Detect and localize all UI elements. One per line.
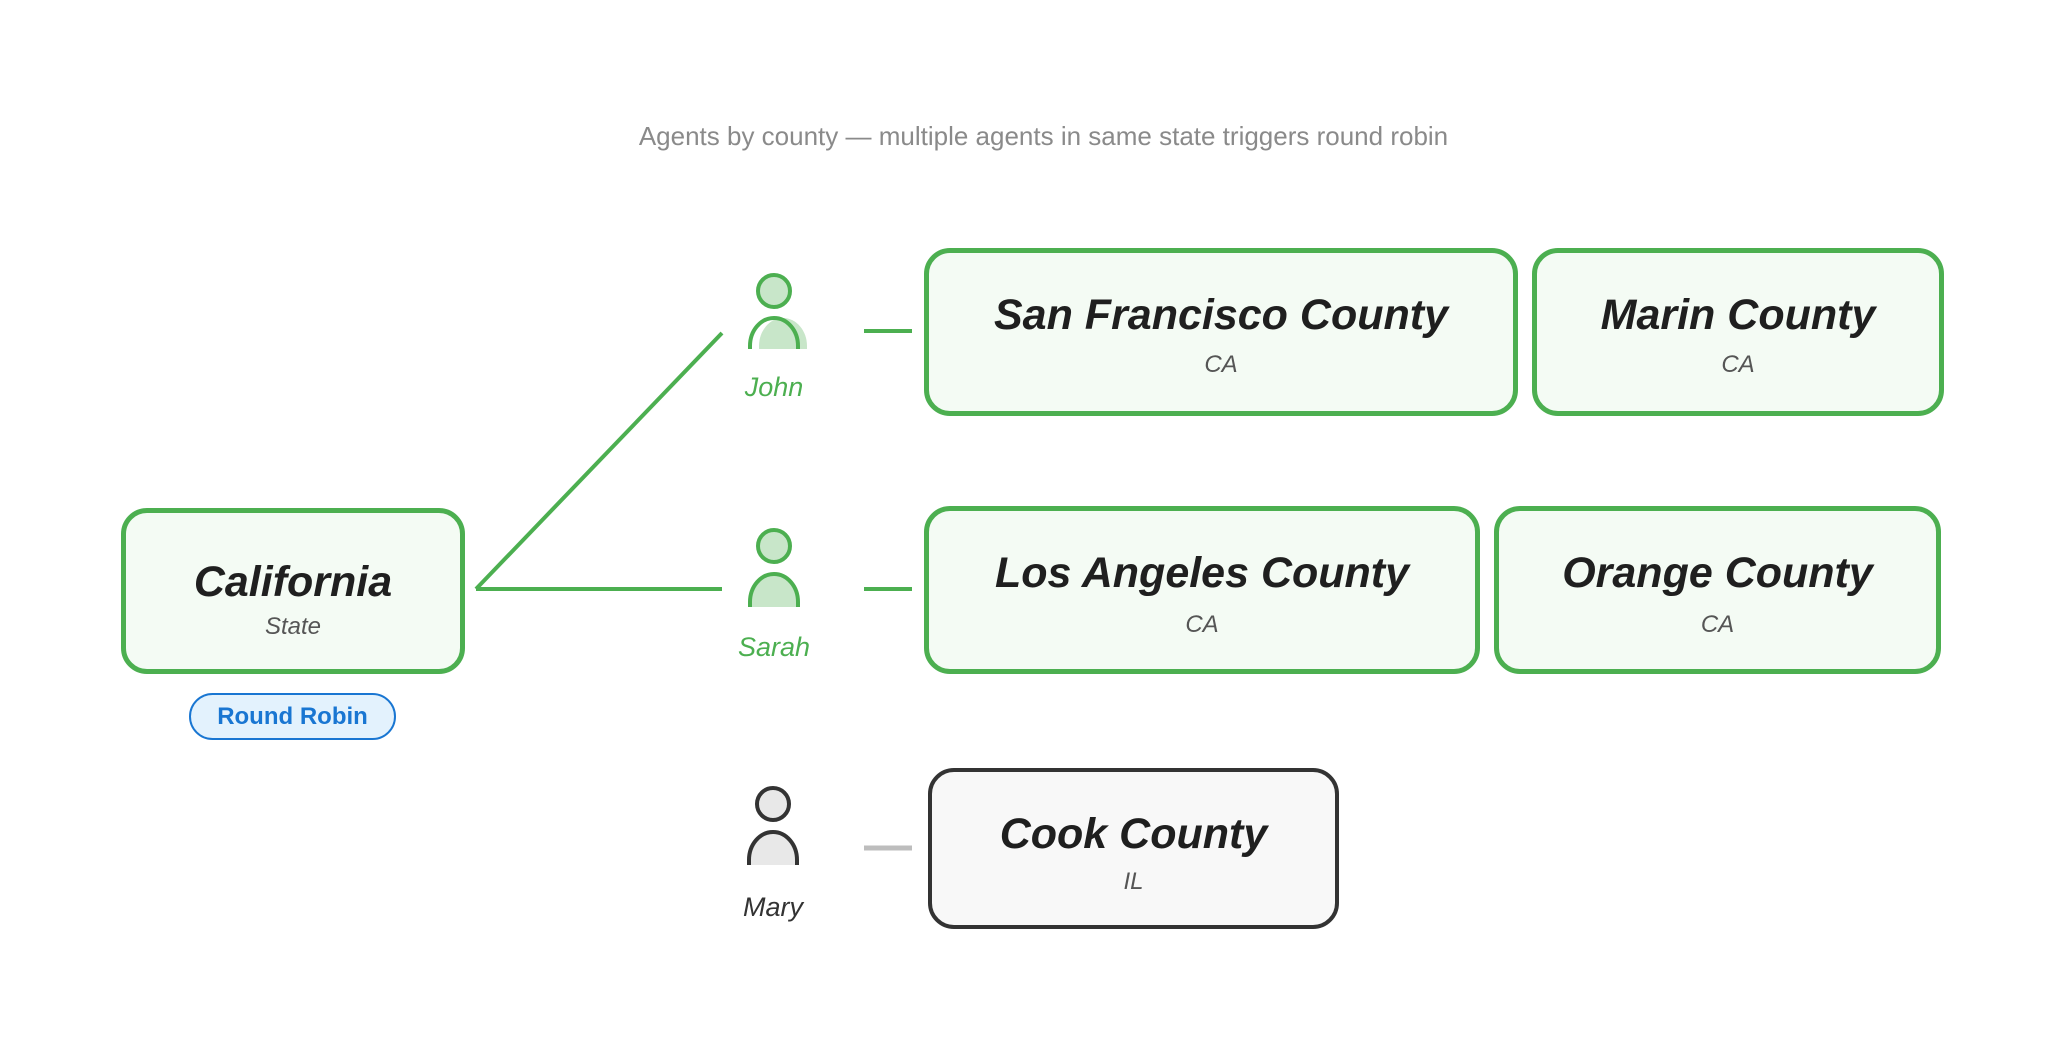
agent-label-john: John [744, 372, 804, 402]
county-state: IL [1123, 868, 1144, 895]
state-type: State [264, 613, 322, 640]
county-node-los-angeles[interactable]: Los Angeles County CA [924, 506, 1480, 674]
state-node-california[interactable]: California State [121, 508, 465, 674]
person-icon-mary [747, 786, 799, 865]
agent-label-mary: Mary [743, 892, 803, 922]
person-icon-sarah [748, 528, 800, 607]
county-state: CA [1700, 611, 1735, 638]
state-name: California [193, 558, 393, 606]
agent-label-sarah: Sarah [737, 632, 811, 662]
round-robin-badge: Round Robin [189, 693, 396, 740]
diagram-subtitle: Agents by county — multiple agents in sa… [638, 121, 1449, 151]
connector-state-john [474, 331, 724, 591]
county-node-orange[interactable]: Orange County CA [1494, 506, 1941, 674]
county-state: CA [1721, 351, 1755, 378]
person-icon-john [748, 273, 807, 349]
county-node-cook[interactable]: Cook County IL [928, 768, 1339, 929]
county-node-san-francisco[interactable]: San Francisco County CA [924, 248, 1518, 416]
county-state: CA [1204, 351, 1238, 378]
county-name: Orange County [1562, 549, 1873, 597]
county-state: CA [1185, 611, 1219, 638]
county-name: San Francisco County [994, 291, 1448, 339]
county-name: Cook County [999, 810, 1268, 858]
county-name: Marin County [1600, 291, 1876, 339]
county-node-marin[interactable]: Marin County CA [1532, 248, 1944, 416]
county-name: Los Angeles County [994, 549, 1410, 597]
